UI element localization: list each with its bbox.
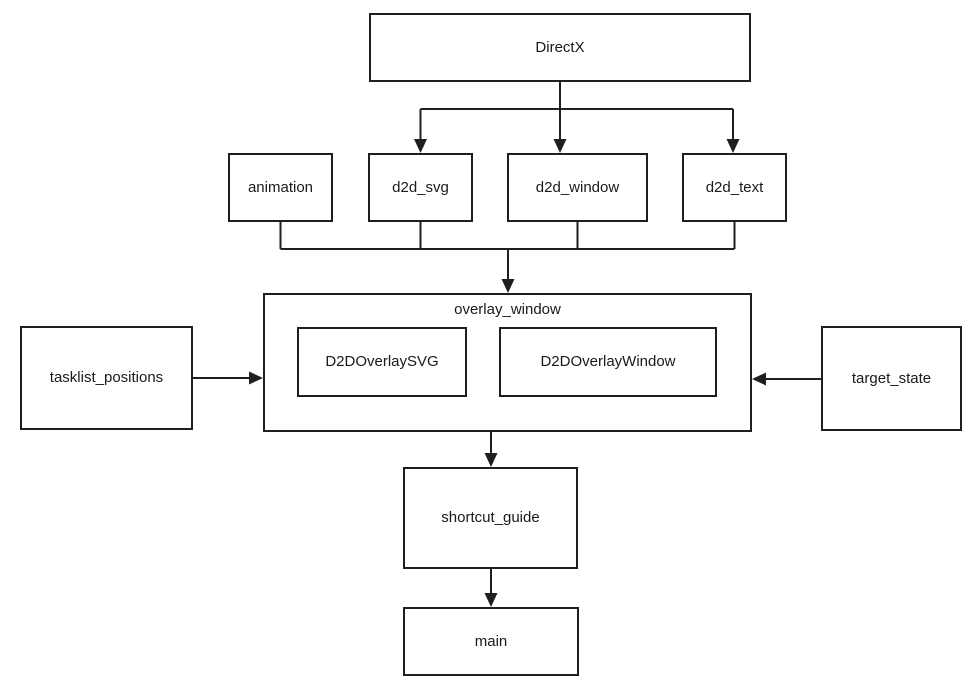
edge-tasklist-into-overlay <box>193 371 263 385</box>
node-d2d-text: d2d_text <box>682 153 787 222</box>
arrowhead-into-overlay-right <box>752 372 766 386</box>
node-d2d-overlay-svg: D2DOverlaySVG <box>297 327 467 397</box>
arrowhead-into-overlay-top <box>501 279 515 293</box>
arrowhead-into-d2d-window <box>553 139 567 153</box>
node-main: main <box>403 607 579 676</box>
node-directx: DirectX <box>369 13 751 82</box>
node-target-state: target_state <box>821 326 962 431</box>
edge-shortcut-guide-into-main <box>484 569 498 607</box>
arrowhead-into-overlay-left <box>249 371 263 385</box>
node-shortcut-guide: shortcut_guide <box>403 467 578 569</box>
node-d2d-window: d2d_window <box>507 153 648 222</box>
arrowhead-into-d2d-text <box>726 139 740 153</box>
node-animation: animation <box>228 153 333 222</box>
node-overlay-window-label: overlay_window <box>454 301 561 318</box>
arrowhead-into-d2d-svg <box>414 139 427 153</box>
arrowhead-into-shortcut-guide <box>484 453 498 467</box>
edge-row2-merge-into-overlay <box>279 222 736 293</box>
node-d2d-overlay-window: D2DOverlayWindow <box>499 327 717 397</box>
node-tasklist-positions: tasklist_positions <box>20 326 193 430</box>
edge-overlay-into-shortcut-guide <box>484 432 498 467</box>
edge-target-state-into-overlay <box>752 372 821 386</box>
arrowhead-into-main <box>484 593 498 607</box>
edge-directx-fanout <box>414 82 740 153</box>
node-d2d-svg: d2d_svg <box>368 153 473 222</box>
